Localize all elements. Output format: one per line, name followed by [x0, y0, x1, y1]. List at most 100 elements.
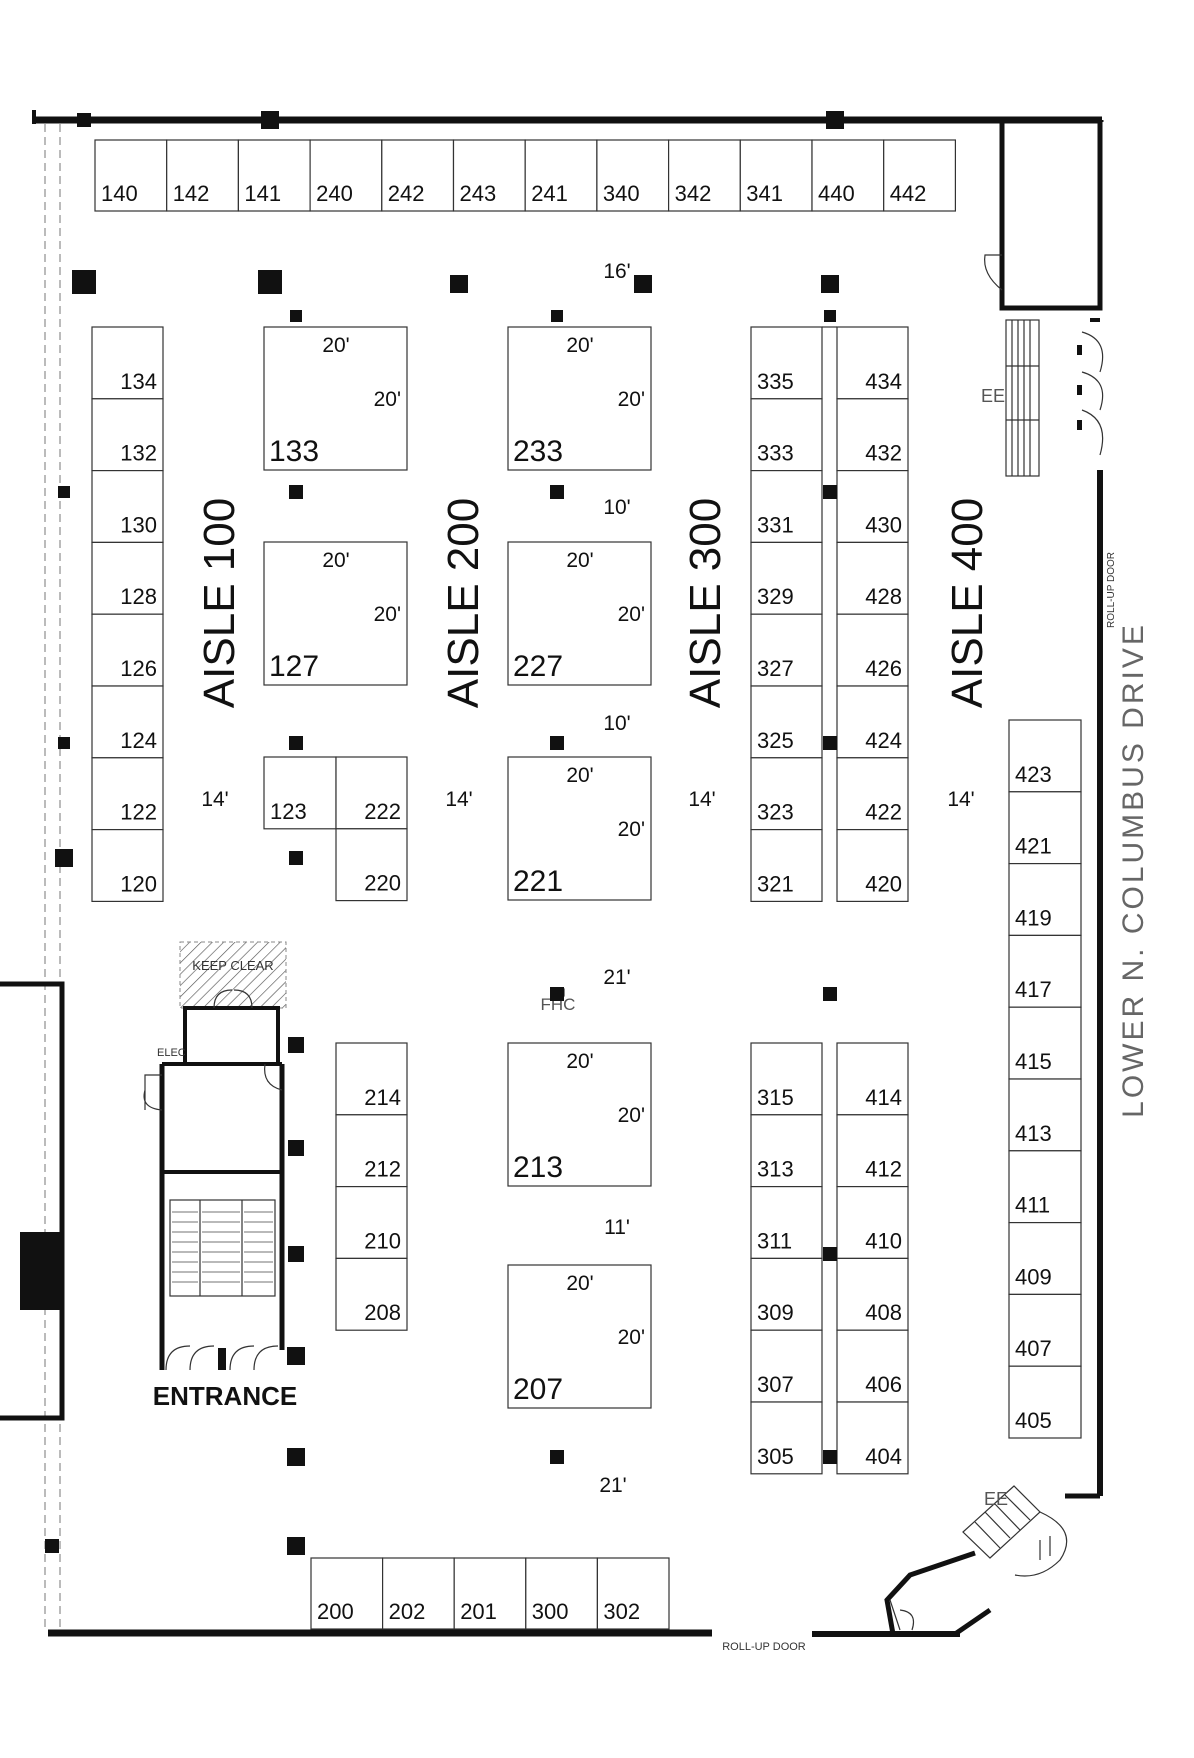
booth-213[interactable]: 20'20'213: [507, 1042, 652, 1187]
booth-120[interactable]: 120: [91, 828, 164, 902]
booth-222[interactable]: 222: [335, 756, 408, 830]
booth-340[interactable]: 340: [596, 139, 670, 212]
booth-404[interactable]: 404: [836, 1401, 909, 1475]
booth-label: 422: [865, 800, 902, 825]
booth-134[interactable]: 134: [91, 326, 164, 400]
booth-305[interactable]: 305: [750, 1401, 823, 1475]
column-square-icon: [288, 1246, 304, 1262]
column-square-icon: [287, 1347, 305, 1365]
booth-142[interactable]: 142: [166, 139, 239, 212]
booth-414[interactable]: 414: [836, 1042, 909, 1116]
booth-313[interactable]: 313: [750, 1114, 823, 1188]
booth-315[interactable]: 315: [750, 1042, 823, 1116]
booth-413[interactable]: 413: [1008, 1078, 1082, 1152]
booth-434[interactable]: 434: [836, 326, 909, 400]
booth-307[interactable]: 307: [750, 1329, 823, 1403]
booth-406[interactable]: 406: [836, 1329, 909, 1403]
booth-label: 126: [120, 656, 157, 681]
booth-417[interactable]: 417: [1008, 934, 1082, 1008]
booth-423[interactable]: 423: [1008, 719, 1082, 793]
booth-label: 123: [270, 799, 307, 824]
booth-412[interactable]: 412: [836, 1114, 909, 1188]
booth-123[interactable]: 123: [263, 756, 337, 830]
booth-241[interactable]: 241: [524, 139, 598, 212]
booth-132[interactable]: 132: [91, 398, 164, 472]
booth-202[interactable]: 202: [382, 1557, 455, 1630]
booth-408[interactable]: 408: [836, 1257, 909, 1331]
booth-130[interactable]: 130: [91, 470, 164, 544]
booth-242[interactable]: 242: [381, 139, 455, 212]
booth-220[interactable]: 220: [335, 828, 408, 902]
booth-426[interactable]: 426: [836, 613, 909, 687]
booth-outline: [237, 139, 311, 212]
dimension-aisle-400: 14': [947, 788, 974, 811]
booth-label: 311: [757, 1228, 792, 1253]
booth-122[interactable]: 122: [91, 757, 164, 831]
column-square-icon: [55, 849, 73, 867]
booth-421[interactable]: 421: [1008, 791, 1082, 865]
booth-341[interactable]: 341: [739, 139, 813, 212]
keep-clear-label: KEEP CLEAR: [192, 958, 273, 973]
booth-124[interactable]: 124: [91, 685, 164, 759]
booth-outline: [1008, 1006, 1082, 1080]
booth-321[interactable]: 321: [750, 828, 823, 902]
booth-233[interactable]: 20'20'233: [507, 326, 652, 471]
booth-331[interactable]: 331: [750, 470, 823, 544]
booth-127[interactable]: 20'20'127: [263, 541, 408, 686]
booth-430[interactable]: 430: [836, 470, 909, 544]
booth-label: 208: [364, 1300, 401, 1325]
booth-442[interactable]: 442: [883, 139, 957, 212]
booth-133[interactable]: 20'20'133: [263, 326, 408, 471]
booth-240[interactable]: 240: [309, 139, 383, 212]
booth-329[interactable]: 329: [750, 541, 823, 615]
booth-227[interactable]: 20'20'227: [507, 541, 652, 686]
booth-141[interactable]: 141: [237, 139, 311, 212]
booth-424[interactable]: 424: [836, 685, 909, 759]
column-square-icon: [550, 1450, 564, 1464]
booth-210[interactable]: 210: [335, 1185, 408, 1259]
booth-outline: [750, 613, 823, 687]
booth-outline: [836, 1329, 909, 1403]
booth-208[interactable]: 208: [335, 1257, 408, 1331]
booth-410[interactable]: 410: [836, 1185, 909, 1259]
booth-outline: [507, 541, 652, 686]
booth-432[interactable]: 432: [836, 398, 909, 472]
booth-214[interactable]: 214: [335, 1042, 408, 1116]
booth-411[interactable]: 411: [1008, 1150, 1082, 1224]
booth-label: 213: [513, 1151, 563, 1184]
booth-212[interactable]: 212: [335, 1114, 408, 1188]
booth-415[interactable]: 415: [1008, 1006, 1082, 1080]
booth-323[interactable]: 323: [750, 757, 823, 831]
booth-243[interactable]: 243: [452, 139, 526, 212]
rollup-door-right-label: ROLL-UP DOOR: [1106, 552, 1117, 628]
booth-325[interactable]: 325: [750, 685, 823, 759]
dimension-aisle-300: 14': [688, 788, 715, 811]
booth-311[interactable]: 311: [750, 1185, 823, 1259]
booth-140[interactable]: 140: [94, 139, 168, 212]
booth-126[interactable]: 126: [91, 613, 164, 687]
booth-407[interactable]: 407: [1008, 1293, 1082, 1367]
booth-333[interactable]: 333: [750, 398, 823, 472]
booth-422[interactable]: 422: [836, 757, 909, 831]
booth-335[interactable]: 335: [750, 326, 823, 400]
booth-label: 442: [890, 181, 927, 206]
booth-221[interactable]: 20'20'221: [507, 756, 652, 901]
booth-outline: [310, 1557, 384, 1630]
booth-300[interactable]: 300: [525, 1557, 598, 1630]
booth-327[interactable]: 327: [750, 613, 823, 687]
booth-302[interactable]: 302: [596, 1557, 670, 1630]
booth-420[interactable]: 420: [836, 828, 909, 902]
booth-label: 133: [269, 435, 319, 468]
booth-428[interactable]: 428: [836, 541, 909, 615]
booth-200[interactable]: 200: [310, 1557, 384, 1630]
booth-342[interactable]: 342: [667, 139, 741, 212]
booth-409[interactable]: 409: [1008, 1221, 1082, 1295]
booth-128[interactable]: 128: [91, 541, 164, 615]
booth-440[interactable]: 440: [811, 139, 885, 212]
booth-207[interactable]: 20'20'207: [507, 1264, 652, 1409]
booth-label: 423: [1015, 762, 1052, 787]
booth-405[interactable]: 405: [1008, 1365, 1082, 1439]
booth-309[interactable]: 309: [750, 1257, 823, 1331]
booth-201[interactable]: 201: [453, 1557, 527, 1630]
booth-419[interactable]: 419: [1008, 862, 1082, 936]
